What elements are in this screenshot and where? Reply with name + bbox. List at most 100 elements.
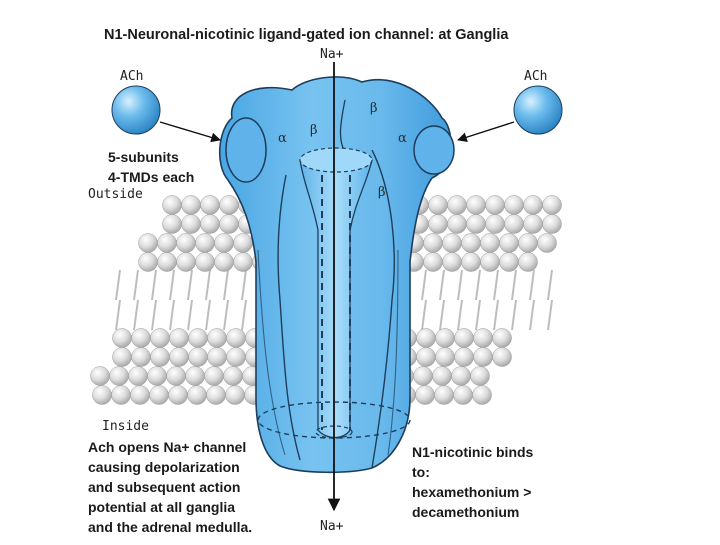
lipid-head-bead (424, 253, 443, 272)
lipid-head-bead (500, 234, 519, 253)
lipid-head-bead (227, 348, 246, 367)
lipid-head-bead (443, 234, 462, 253)
lipid-tail (206, 300, 210, 330)
lipid-head-bead (189, 348, 208, 367)
lipid-tail (224, 270, 228, 300)
lipid-head-bead (215, 234, 234, 253)
lipid-head-bead (110, 367, 129, 386)
lipid-head-bead (207, 386, 226, 405)
lipid-head-bead (505, 196, 524, 215)
subunit-label-beta-1: β (310, 123, 318, 138)
lipid-head-bead (163, 215, 182, 234)
ion-channel (220, 77, 454, 472)
lipid-head-bead (201, 196, 220, 215)
lipid-tail (152, 300, 156, 330)
lipid-tail (548, 300, 552, 330)
lipid-head-bead (524, 196, 543, 215)
lipid-tail (476, 270, 480, 300)
lipid-head-bead (169, 386, 188, 405)
lipid-head-bead (486, 196, 505, 215)
lipid-tail (476, 300, 480, 330)
lipid-head-bead (474, 348, 493, 367)
lipid-head-bead (435, 386, 454, 405)
lipid-head-bead (186, 367, 205, 386)
lipid-tail (440, 270, 444, 300)
lipid-head-bead (91, 367, 110, 386)
lipid-head-bead (189, 329, 208, 348)
ach-label-right: ACh (524, 69, 547, 84)
binding-line-4: decamethonium (412, 504, 519, 520)
lipid-tail (530, 300, 534, 330)
lipid-tail (170, 300, 174, 330)
subunit-label-beta-2: β (370, 101, 378, 116)
lipid-head-bead (182, 215, 201, 234)
lipid-tail (530, 270, 534, 300)
lipid-head-bead (448, 215, 467, 234)
lipid-head-bead (481, 234, 500, 253)
pore-opening (300, 148, 372, 172)
lipid-head-bead (417, 329, 436, 348)
lipid-tail (116, 300, 120, 330)
lipid-tail (242, 270, 246, 300)
lipid-tail (494, 300, 498, 330)
subunit-label-alpha-left: α (278, 131, 287, 146)
lipid-head-bead (151, 329, 170, 348)
lipid-tail (440, 300, 444, 330)
lipid-tail (494, 270, 498, 300)
lipid-head-bead (473, 386, 492, 405)
ach-label-left: ACh (120, 69, 143, 84)
lipid-tail (116, 270, 120, 300)
binding-site-right (414, 126, 454, 174)
lipid-head-bead (139, 253, 158, 272)
lipid-head-bead (113, 329, 132, 348)
lipid-head-bead (220, 196, 239, 215)
lipid-head-bead (424, 234, 443, 253)
lipid-head-bead (132, 348, 151, 367)
lipid-head-bead (543, 215, 562, 234)
lipid-tail (134, 270, 138, 300)
lipid-head-bead (443, 253, 462, 272)
lipid-head-bead (234, 253, 253, 272)
lipid-head-bead (208, 329, 227, 348)
subunits-line: 5-subunits (108, 149, 179, 165)
lipid-tail (458, 300, 462, 330)
lipid-head-bead (177, 253, 196, 272)
lipid-head-bead (462, 253, 481, 272)
lipid-head-bead (429, 196, 448, 215)
lipid-head-bead (167, 367, 186, 386)
lipid-head-bead (467, 215, 486, 234)
lipid-head-bead (151, 348, 170, 367)
lipid-head-bead (163, 196, 182, 215)
lipid-head-bead (467, 196, 486, 215)
ach-ligand-right (514, 86, 562, 134)
lipid-head-bead (493, 348, 512, 367)
lipid-head-bead (474, 329, 493, 348)
lipid-tail (422, 270, 426, 300)
lipid-head-bead (481, 253, 500, 272)
ion-label-top: Na+ (320, 47, 344, 62)
lipid-head-bead (493, 329, 512, 348)
lipid-head-bead (234, 234, 253, 253)
lipid-head-bead (224, 367, 243, 386)
lipid-head-bead (543, 196, 562, 215)
lipid-head-bead (201, 215, 220, 234)
subunit-label-beta-3: β (378, 185, 386, 200)
lipid-head-bead (113, 348, 132, 367)
lipid-head-bead (538, 234, 557, 253)
lipid-head-bead (448, 196, 467, 215)
mechanism-line-2: causing depolarization (88, 459, 240, 475)
lipid-head-bead (436, 329, 455, 348)
lipid-tail (134, 300, 138, 330)
lipid-head-bead (486, 215, 505, 234)
lipid-head-bead (170, 329, 189, 348)
lipid-head-bead (129, 367, 148, 386)
lipid-head-bead (462, 234, 481, 253)
lipid-head-bead (188, 386, 207, 405)
lipid-head-bead (452, 367, 471, 386)
lipid-tail (224, 300, 228, 330)
lipid-head-bead (208, 348, 227, 367)
lipid-tail (512, 300, 516, 330)
mechanism-line-4: potential at all ganglia (88, 499, 235, 515)
